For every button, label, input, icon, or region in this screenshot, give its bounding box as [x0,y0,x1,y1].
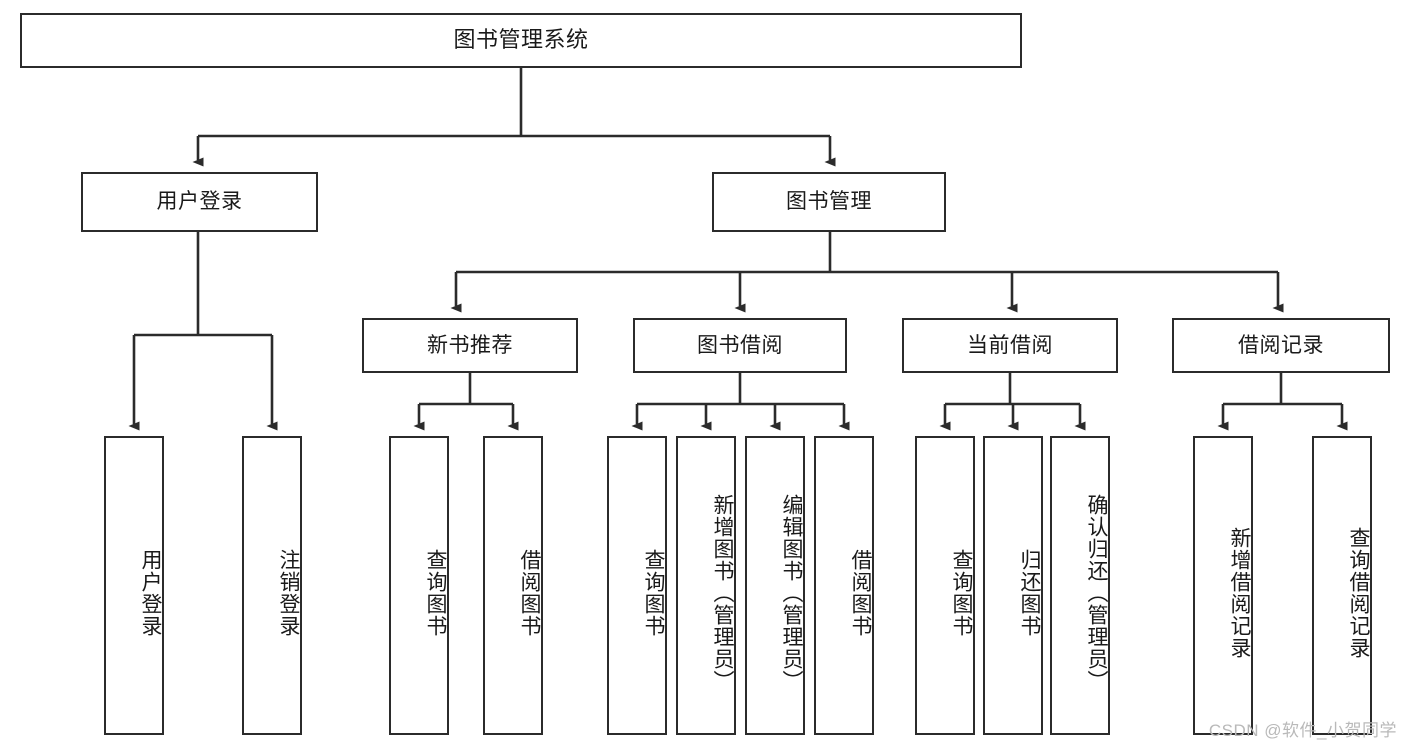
leaf-add-book-admin[interactable]: 新增图书（管理员） [676,436,736,735]
leaf-query-book-current[interactable]: 查询图书 [915,436,975,735]
leaf-borrow-book-recommend[interactable]: 借阅图书 [483,436,543,735]
node-book-manage[interactable]: 图书管理 [712,172,946,232]
leaf-query-book-borrow[interactable]: 查询图书 [607,436,667,735]
node-new-book-recommend[interactable]: 新书推荐 [362,318,578,373]
leaf-return-book[interactable]: 归还图书 [983,436,1043,735]
leaf-query-book-recommend[interactable]: 查询图书 [389,436,449,735]
node-current-borrow[interactable]: 当前借阅 [902,318,1118,373]
leaf-query-borrow-record[interactable]: 查询借阅记录 [1312,436,1372,735]
leaf-user-login[interactable]: 用户登录 [104,436,164,735]
leaf-edit-book-admin[interactable]: 编辑图书（管理员） [745,436,805,735]
leaf-add-borrow-record[interactable]: 新增借阅记录 [1193,436,1253,735]
leaf-borrow-book[interactable]: 借阅图书 [814,436,874,735]
node-book-borrow[interactable]: 图书借阅 [633,318,847,373]
node-user-login[interactable]: 用户登录 [81,172,318,232]
node-borrow-record[interactable]: 借阅记录 [1172,318,1390,373]
node-root[interactable]: 图书管理系统 [20,13,1022,68]
leaf-logout-login[interactable]: 注销登录 [242,436,302,735]
leaf-confirm-return-admin[interactable]: 确认归还（管理员） [1050,436,1110,735]
